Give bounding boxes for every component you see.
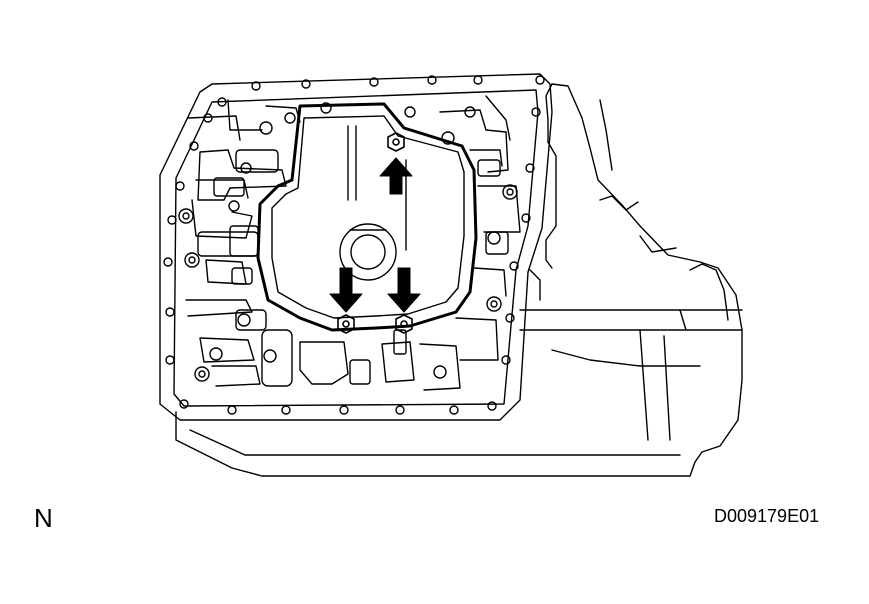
- view-label: N: [34, 503, 53, 533]
- bottom-left-bolt-arrow: [329, 267, 363, 313]
- strainer-bolt-bottom-left: [337, 314, 355, 334]
- strainer-bolt-bottom-right: [395, 314, 413, 334]
- valve-body-right: [320, 95, 521, 361]
- valve-body-left: [178, 99, 301, 387]
- transmission-case: [175, 83, 743, 477]
- flange-bolts: [163, 75, 545, 415]
- callout-arrows: [329, 157, 421, 313]
- valve-body-bottom: [261, 329, 461, 391]
- strainer-bolts: [337, 132, 413, 334]
- figure-code: D009179E01: [714, 506, 820, 526]
- strainer-inner-detail: [271, 115, 465, 319]
- oil-strainer: [256, 102, 478, 332]
- pan-flange: [159, 73, 553, 421]
- strainer-bolt-top: [387, 132, 405, 152]
- top-bolt-arrow: [379, 157, 413, 195]
- bottom-right-bolt-arrow: [387, 267, 421, 313]
